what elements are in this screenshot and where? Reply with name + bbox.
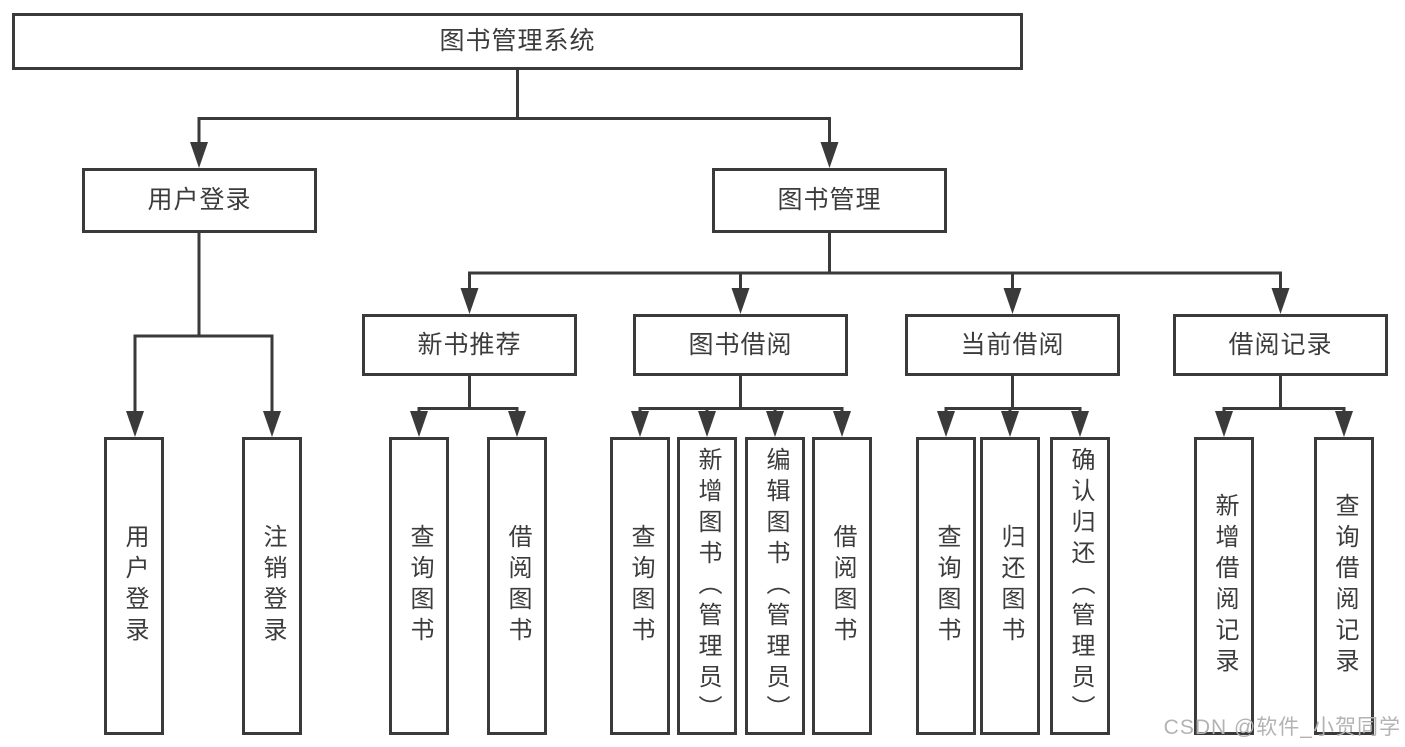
arrowhead	[126, 411, 144, 437]
arrowhead	[1003, 288, 1022, 314]
node-book-borrowing: 图书借阅	[633, 314, 848, 376]
node-new-book-recommend: 新书推荐	[362, 314, 577, 376]
leaf-add-borrow-record: 新增借阅记录	[1194, 437, 1254, 735]
leaf-logout: 注销登录	[242, 437, 302, 735]
node-borrowing-records: 借阅记录	[1173, 314, 1388, 376]
arrowhead	[410, 411, 428, 437]
leaf-confirm-return-admin: 确认归还（管理员）	[1050, 437, 1110, 735]
leaf-query-borrow-record: 查询借阅记录	[1314, 437, 1374, 735]
arrowhead	[731, 288, 750, 314]
arrowhead	[766, 411, 784, 437]
arrowhead	[1215, 411, 1233, 437]
leaf-newbook-query-books: 查询图书	[389, 437, 449, 735]
arrowhead	[1071, 411, 1089, 437]
arrowhead	[698, 411, 716, 437]
node-user-login: 用户登录	[82, 168, 317, 233]
csdn-watermark: CSDN @软件_小贺同学	[1163, 716, 1401, 739]
arrowhead	[263, 411, 281, 437]
node-book-management: 图书管理	[712, 168, 947, 233]
leaf-borrow-query-books: 查询图书	[610, 437, 670, 735]
leaf-current-query-books: 查询图书	[916, 437, 976, 735]
arrowhead	[937, 411, 955, 437]
arrowhead	[190, 142, 208, 168]
leaf-return-books: 归还图书	[980, 437, 1040, 735]
arrowhead	[1271, 288, 1290, 314]
leaf-edit-books-admin: 编辑图书（管理员）	[745, 437, 805, 735]
arrowhead	[1001, 411, 1019, 437]
arrowhead	[460, 288, 479, 314]
arrowhead	[833, 411, 851, 437]
arrowhead	[820, 142, 839, 168]
arrowhead	[1335, 411, 1353, 437]
leaf-add-books-admin: 新增图书（管理员）	[677, 437, 737, 735]
leaf-newbook-borrow-books: 借阅图书	[487, 437, 547, 735]
leaf-user-login: 用户登录	[104, 437, 164, 735]
node-root-system: 图书管理系统	[12, 13, 1023, 70]
node-current-borrowing: 当前借阅	[905, 314, 1120, 376]
arrowhead	[508, 411, 526, 437]
arrowhead	[631, 411, 649, 437]
leaf-borrow-books: 借阅图书	[812, 437, 872, 735]
